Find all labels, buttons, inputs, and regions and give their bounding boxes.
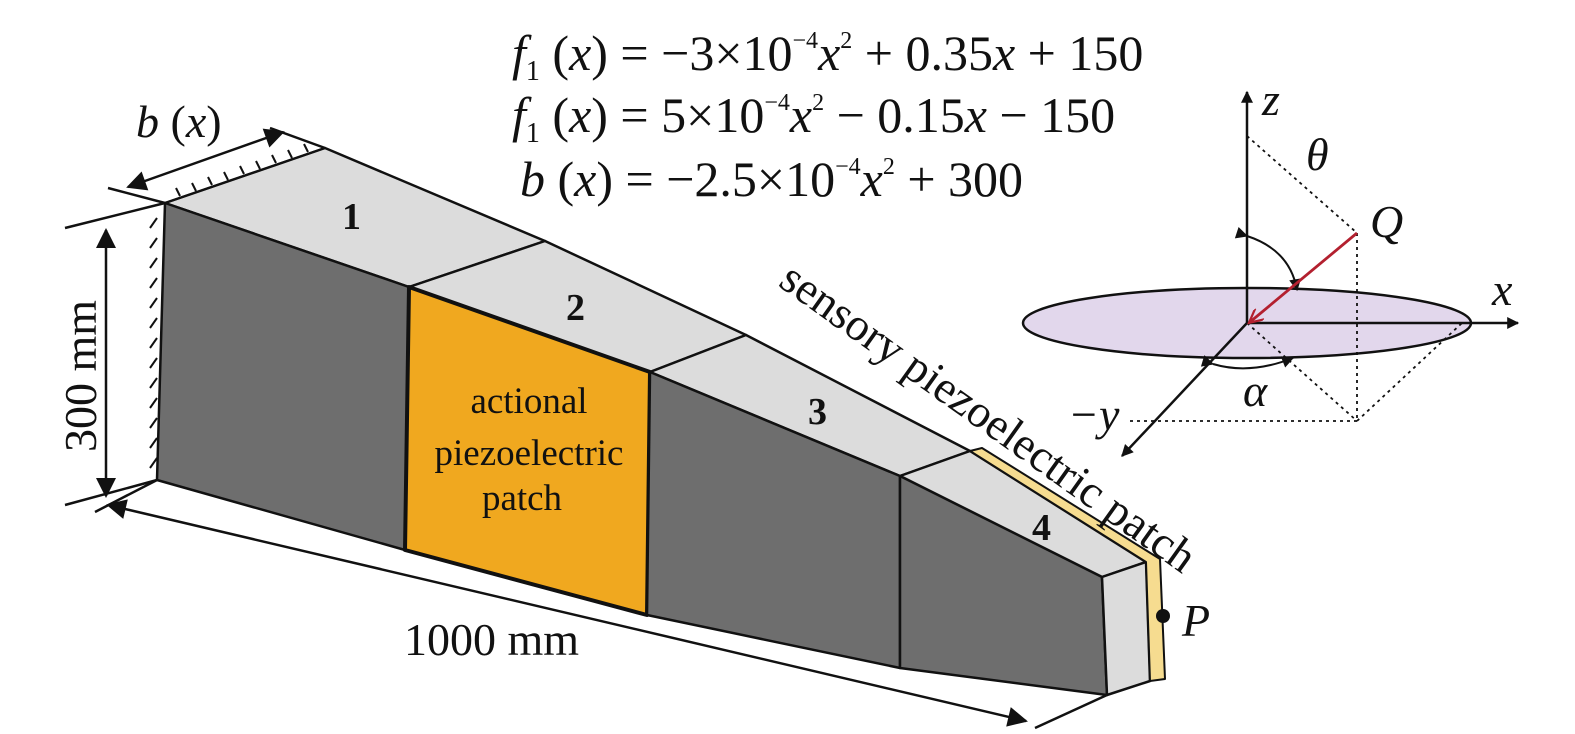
width-dimension bbox=[107, 126, 326, 205]
projection-lines bbox=[1127, 135, 1463, 422]
point-p-marker bbox=[1156, 609, 1170, 623]
clamped-support-side bbox=[149, 217, 158, 469]
actional-patch-line-1: actional bbox=[470, 381, 587, 422]
theta-label: θ bbox=[1306, 129, 1329, 180]
segment-label-2: 2 bbox=[566, 287, 585, 329]
length-dimension bbox=[94, 478, 1108, 730]
segment-label-3: 3 bbox=[808, 391, 827, 433]
actional-patch-line-2: piezoelectric bbox=[435, 433, 624, 474]
beam-end-face bbox=[1100, 560, 1152, 697]
q-label: Q bbox=[1370, 196, 1403, 247]
coordinate-system bbox=[1021, 90, 1520, 457]
equation-f1-top: f1 (x) = −3×10−4x2 + 0.35x + 150 bbox=[512, 25, 1143, 87]
x-axis-label: x bbox=[1491, 264, 1513, 315]
height-dimension bbox=[64, 201, 166, 507]
length-label: 1000 mm bbox=[404, 614, 579, 665]
alpha-arc bbox=[1200, 355, 1295, 370]
alpha-label: α bbox=[1243, 365, 1268, 416]
sensory-piezoelectric-patch bbox=[969, 447, 1166, 682]
actional-patch-line-3: patch bbox=[482, 478, 563, 519]
y-axis bbox=[1121, 322, 1248, 457]
segment-label-4: 4 bbox=[1032, 507, 1051, 549]
q-direction-vector bbox=[1250, 231, 1358, 322]
segment-label-1: 1 bbox=[342, 196, 361, 238]
y-axis-label: −y bbox=[1068, 389, 1120, 440]
z-axis-label: z bbox=[1261, 74, 1280, 125]
equation-b: b (x) = −2.5×10−4x2 + 300 bbox=[520, 151, 1023, 207]
height-label: 300 mm bbox=[55, 300, 106, 452]
width-label: b (x) bbox=[136, 96, 222, 147]
point-p-label: P bbox=[1181, 595, 1210, 646]
equation-f1-bottom: f1 (x) = 5×10−4x2 − 0.15x − 150 bbox=[512, 87, 1115, 149]
theta-arc bbox=[1234, 226, 1302, 292]
